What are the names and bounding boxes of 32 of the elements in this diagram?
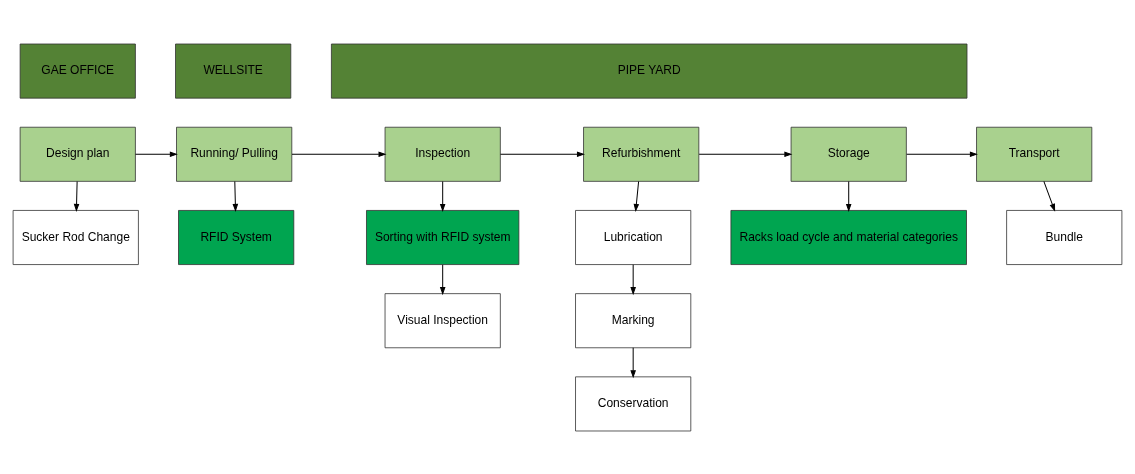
node-box: WELLSITE: [175, 43, 292, 99]
arrow: [440, 180, 446, 211]
node-box: Inspection: [384, 126, 501, 182]
arrow: [630, 263, 636, 294]
node-box: Storage: [790, 126, 907, 182]
arrow: [906, 151, 977, 157]
node-box: PIPE YARD: [331, 43, 968, 99]
node-box: Lubrication: [575, 209, 692, 265]
arrow: [1043, 180, 1056, 211]
node-box: Transport: [976, 126, 1093, 182]
node-box: GAE OFFICE: [19, 43, 136, 99]
arrow: [630, 346, 636, 377]
node-box: Design plan: [19, 126, 136, 182]
node-box: Sucker Rod Change: [12, 209, 139, 265]
node-box: Running/ Pulling: [176, 126, 293, 182]
node-box: Racks load cycle and material categories: [730, 209, 967, 265]
arrow: [440, 263, 446, 294]
arrow: [698, 151, 792, 157]
arrow: [73, 180, 80, 211]
node-box: RFID System: [178, 209, 295, 265]
node-box: Refurbishment: [583, 126, 700, 182]
arrow: [135, 151, 177, 157]
arrow: [232, 180, 238, 211]
arrow: [499, 151, 584, 157]
node-box: Marking: [575, 292, 692, 348]
node-box: Sorting with RFID system: [366, 209, 520, 265]
node-box: Conservation: [575, 375, 692, 431]
arrow: [633, 180, 640, 211]
node-box: Visual Inspection: [384, 292, 501, 348]
node-box: Bundle: [1006, 209, 1123, 265]
arrow: [846, 180, 852, 211]
arrow: [291, 151, 386, 157]
